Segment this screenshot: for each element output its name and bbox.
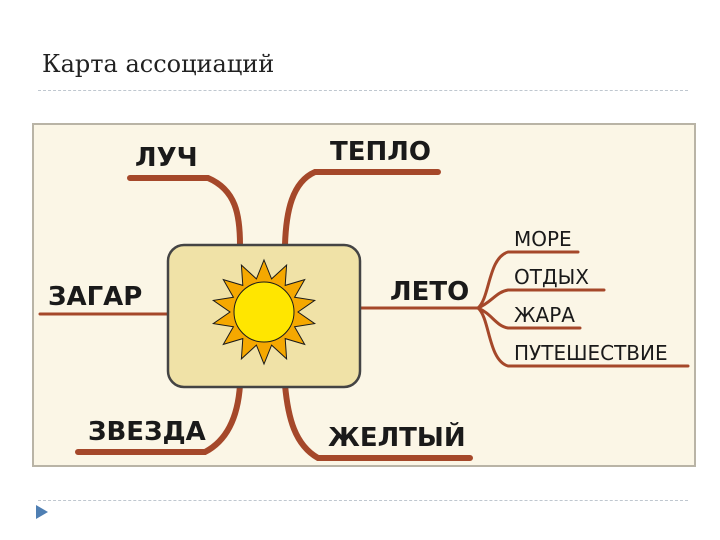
branch-line-zheltyi <box>282 382 473 461</box>
branch-label-teplo: ТЕПЛО <box>330 137 431 167</box>
branch-label-luch: ЛУЧ <box>135 143 198 173</box>
title-divider <box>38 90 688 91</box>
branch-line-zvezda <box>75 382 243 455</box>
branch-line-teplo <box>282 169 441 248</box>
branch-label-zagar: ЗАГАР <box>48 282 142 312</box>
sun-icon <box>211 258 317 366</box>
subbranch-label-puteshestvie: ПУТЕШЕСТВИЕ <box>514 341 668 365</box>
subbranch-label-otdykh: ОТДЫХ <box>514 265 589 289</box>
footer-divider <box>38 500 688 501</box>
branch-label-zheltyi: ЖЕЛТЫЙ <box>328 421 466 453</box>
bullet-arrow-icon <box>36 505 48 519</box>
subbranch-line-otdykh <box>476 288 606 310</box>
sun-core <box>233 281 295 343</box>
branch-lines <box>38 169 690 461</box>
branch-label-leto: ЛЕТО <box>390 277 469 307</box>
branch-line-luch <box>127 175 243 248</box>
subbranch-line-zhara <box>476 306 582 330</box>
slide-title: Карта ассоциаций <box>42 50 275 78</box>
subbranch-label-more: МОРЕ <box>514 227 572 251</box>
subbranch-label-zhara: ЖАРА <box>514 303 575 327</box>
subbranch-line-more <box>476 250 580 310</box>
branch-label-zvezda: ЗВЕЗДА <box>88 417 206 447</box>
subbranch-line-puteshestvie <box>476 306 690 368</box>
